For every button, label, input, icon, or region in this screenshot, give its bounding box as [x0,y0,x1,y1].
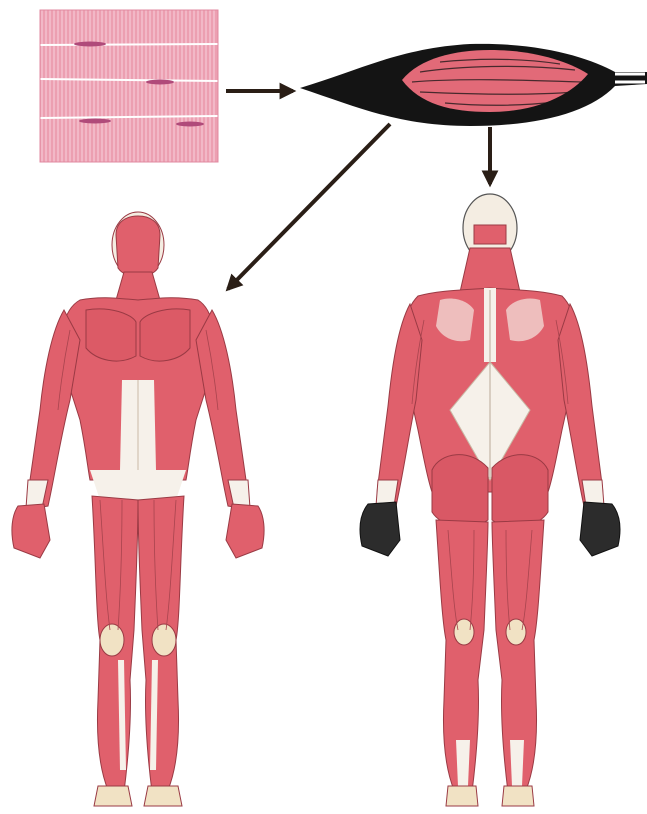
striated-muscle-tissue-icon [40,10,218,162]
muscle-belly-icon [300,44,647,126]
posterior-muscular-system-figure [360,194,620,806]
arrow-belly-to-anterior-body [228,124,390,289]
anterior-muscular-system-figure [12,212,264,806]
